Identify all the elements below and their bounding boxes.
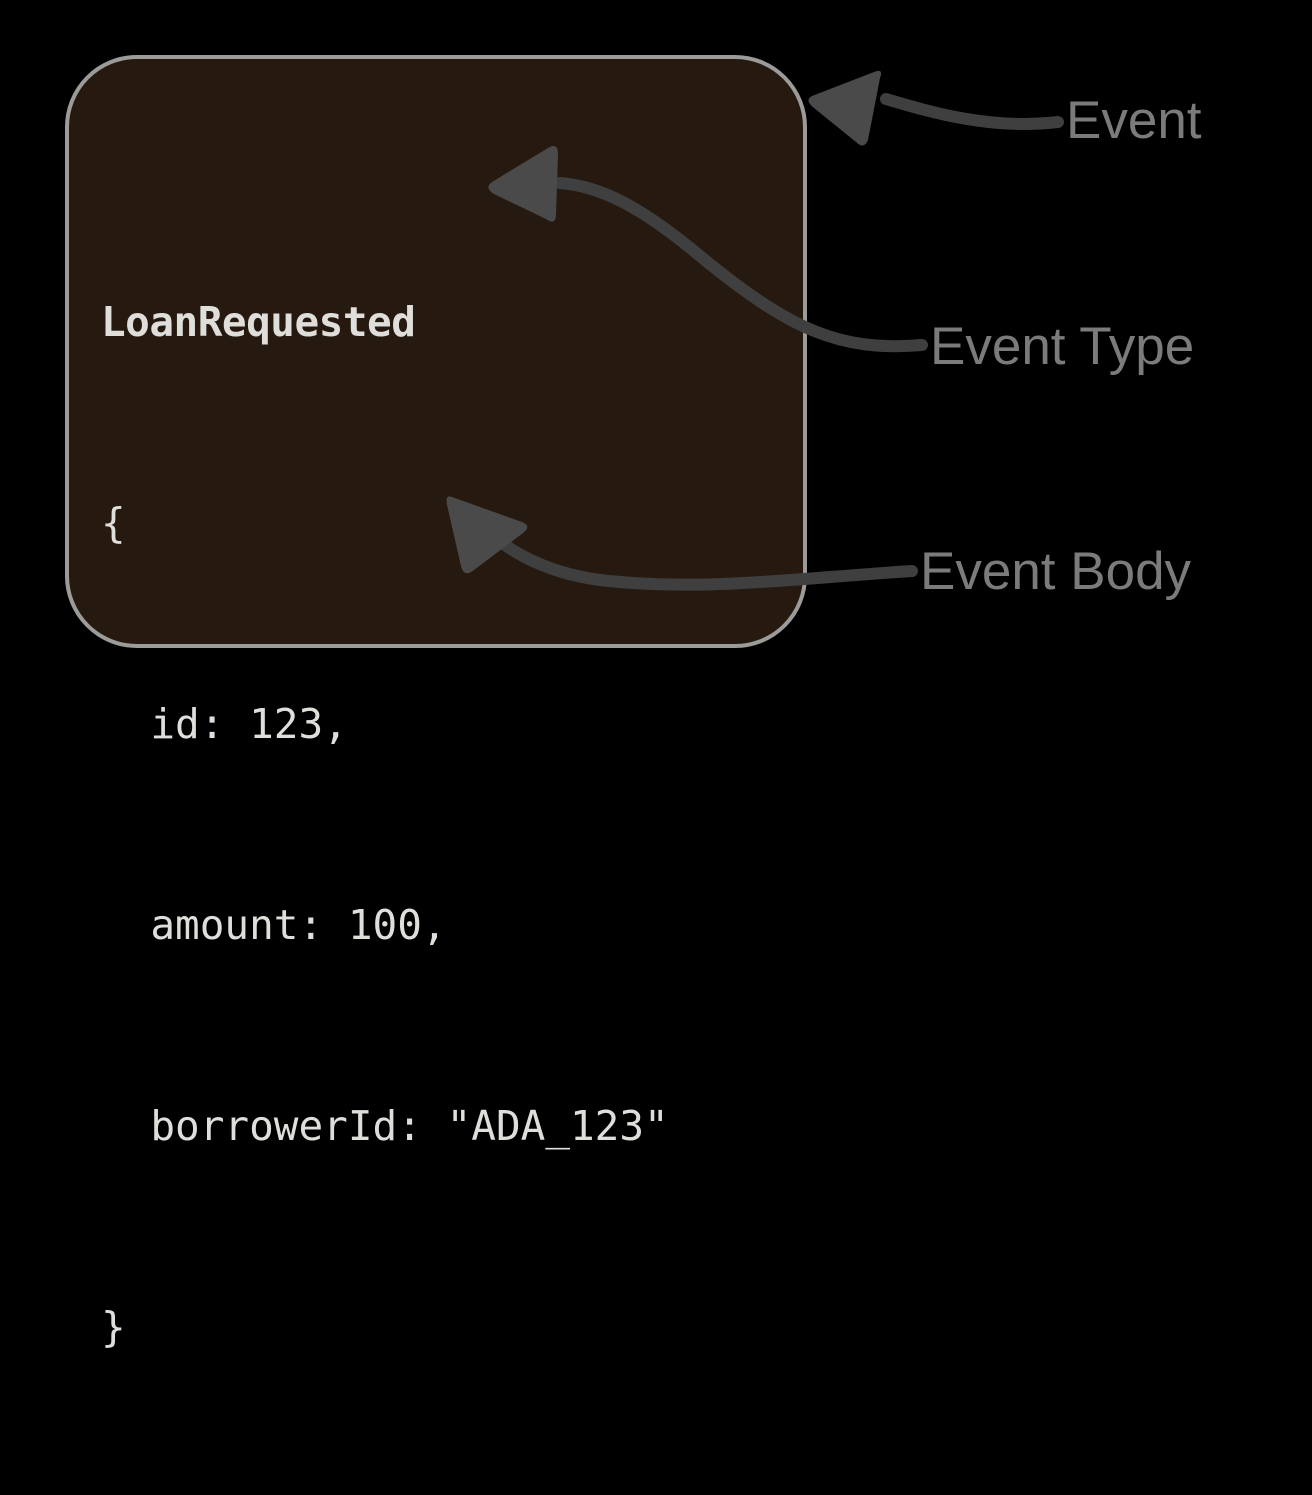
callout-label-event: Event (1066, 91, 1202, 150)
event-type-name: LoanRequested (101, 298, 416, 346)
callout-label-event-body: Event Body (920, 542, 1192, 601)
json-field-borrowerid: borrowerId: "ADA_123" (101, 1102, 669, 1150)
event-arrow-line (880, 93, 1064, 130)
event-code-block: LoanRequested { id: 123, amount: 100, bo… (101, 155, 669, 1495)
json-field-id: id: 123, (101, 700, 348, 748)
event-arrowhead-icon (808, 70, 882, 146)
json-open-brace: { (101, 499, 126, 547)
event-card: LoanRequested { id: 123, amount: 100, bo… (65, 55, 807, 1351)
callout-label-event-type: Event Type (930, 317, 1195, 376)
json-field-amount: amount: 100, (101, 901, 447, 949)
diagram-canvas: LoanRequested { id: 123, amount: 100, bo… (65, 55, 1202, 1351)
json-close-brace: } (101, 1303, 126, 1351)
event-arrow (808, 70, 1064, 146)
